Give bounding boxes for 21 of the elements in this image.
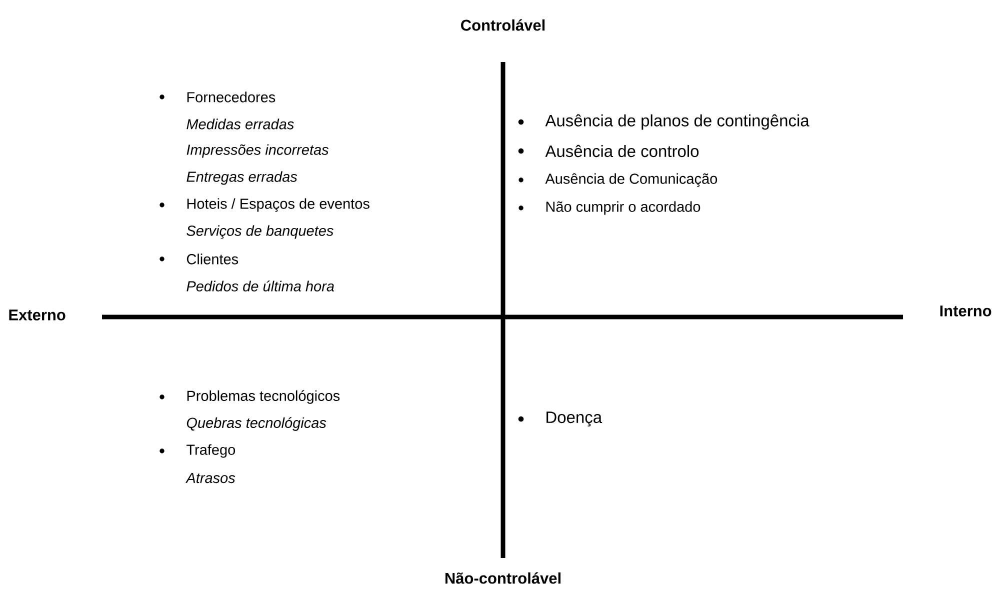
list-item: Doença (546, 412, 602, 426)
list-item: Ausência de controlo (545, 144, 699, 158)
list-item: Fornecedores (187, 92, 276, 102)
list-item: Trafego (186, 444, 236, 458)
list-detail: Medidas erradas (186, 118, 294, 130)
list-item: Clientes (186, 254, 238, 264)
list-item: Não cumprir o acordado (546, 201, 700, 215)
list-item: Hoteis / Espaços de eventos (187, 198, 370, 212)
axis-label: Controlável (461, 19, 545, 31)
list-detail: Quebras tecnológicas (186, 417, 326, 431)
axis-label: Interno (940, 306, 992, 316)
list-item: Ausência de planos de contingência (545, 114, 810, 130)
axis-label: Externo (9, 310, 66, 320)
list-detail: Pedidos de última hora (186, 280, 334, 292)
list-detail: Atrasos (185, 472, 236, 484)
list-detail: Impressões incorretas (186, 144, 329, 158)
list-item: Problemas tecnológicos (187, 390, 340, 404)
list-item: Ausência de Comunicação (545, 173, 718, 187)
axis-label: Não-controlável (445, 572, 560, 584)
list-detail: Entregas erradas (186, 171, 298, 185)
list-detail: Serviços de banquetes (186, 225, 334, 239)
